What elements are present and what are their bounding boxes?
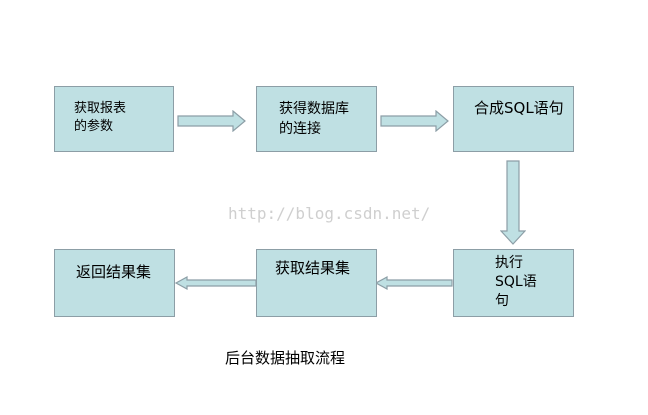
node-label-line: 句 — [495, 293, 509, 309]
node-label-line: 获取结果集 — [275, 259, 351, 277]
arrow-left-2 — [175, 276, 257, 290]
node-label-line: 执行 — [495, 255, 523, 271]
arrow-right-1 — [177, 110, 246, 132]
arrow-left-1 — [375, 276, 453, 290]
node-label-line: 的参数 — [74, 119, 114, 134]
node-label-line: 获得数据库 — [279, 101, 349, 117]
node-get-report-params: 获取报表 的参数 — [54, 86, 174, 152]
node-execute-sql: 执行 SQL语 句 — [453, 249, 574, 317]
node-label-line: 的连接 — [279, 121, 321, 137]
watermark-text: http://blog.csdn.net/ — [228, 204, 431, 223]
node-label-line: 合成SQL语句 — [474, 99, 564, 117]
arrow-down — [500, 160, 526, 245]
node-return-result-set: 返回结果集 — [54, 249, 175, 317]
node-compose-sql: 合成SQL语句 — [453, 86, 574, 152]
diagram-caption: 后台数据抽取流程 — [224, 349, 345, 367]
node-label-line: SQL语 — [495, 274, 537, 290]
node-label-line: 返回结果集 — [76, 263, 152, 281]
arrow-right-2 — [380, 110, 449, 132]
node-label-line: 获取报表 — [74, 101, 127, 116]
node-get-result-set: 获取结果集 — [256, 249, 377, 317]
node-get-db-connection: 获得数据库 的连接 — [256, 86, 377, 152]
